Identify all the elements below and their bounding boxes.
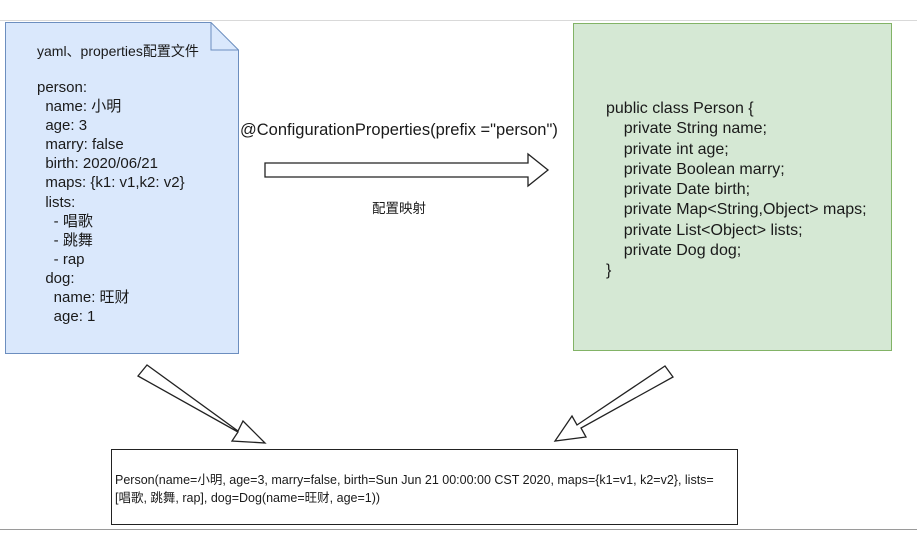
yaml-line-2: age: 3: [37, 117, 88, 135]
class-line-7: private Dog dog;: [606, 242, 742, 260]
java-class-node: [573, 23, 892, 351]
class-line-4: private Date birth;: [606, 181, 751, 199]
class-line-3: private Boolean marry;: [606, 160, 785, 178]
yaml-line-4: birth: 2020/06/21: [37, 155, 158, 173]
configuration-properties-label: @ConfigurationProperties(prefix ="person…: [240, 121, 558, 139]
yaml-line-10: dog:: [37, 269, 75, 287]
result-output-text: Person(name=小明, age=3, marry=false, birt…: [115, 473, 714, 505]
class-line-2: private int age;: [606, 140, 729, 158]
mapping-label: 配置映射: [372, 201, 426, 216]
yaml-line-5: maps: {k1: v1,k2: v2}: [37, 174, 185, 192]
yaml-line-0: person:: [37, 79, 88, 96]
class-line-0: public class Person {: [606, 100, 754, 117]
yaml-line-8: - 跳舞: [37, 231, 93, 249]
yaml-line-7: - 唱歌: [37, 212, 93, 230]
yaml-file-title: yaml、properties配置文件: [37, 43, 199, 59]
yaml-line-9: - rap: [37, 250, 85, 268]
class-line-6: private List<Object> lists;: [606, 221, 803, 239]
bottom-divider: [0, 529, 917, 530]
class-line-5: private Map<String,Object> maps;: [606, 201, 867, 219]
yaml-line-11: name: 旺财: [37, 289, 130, 307]
left-down-arrow: [137, 364, 267, 444]
top-divider: [0, 20, 917, 21]
yaml-line-6: lists:: [37, 193, 76, 211]
class-line-1: private String name;: [606, 120, 767, 138]
yaml-content: person: name: 小明 age: 3 marry: false bir…: [37, 78, 185, 326]
yaml-line-12: age: 1: [37, 308, 96, 326]
mapping-arrow: [264, 152, 550, 188]
class-line-8: }: [606, 262, 612, 280]
yaml-file-node: [5, 22, 239, 354]
yaml-line-3: marry: false: [37, 136, 124, 154]
result-output-node: [111, 449, 738, 525]
java-class-content: public class Person { private String nam…: [606, 99, 867, 282]
right-down-arrow: [553, 365, 674, 442]
yaml-line-1: name: 小明: [37, 98, 122, 116]
